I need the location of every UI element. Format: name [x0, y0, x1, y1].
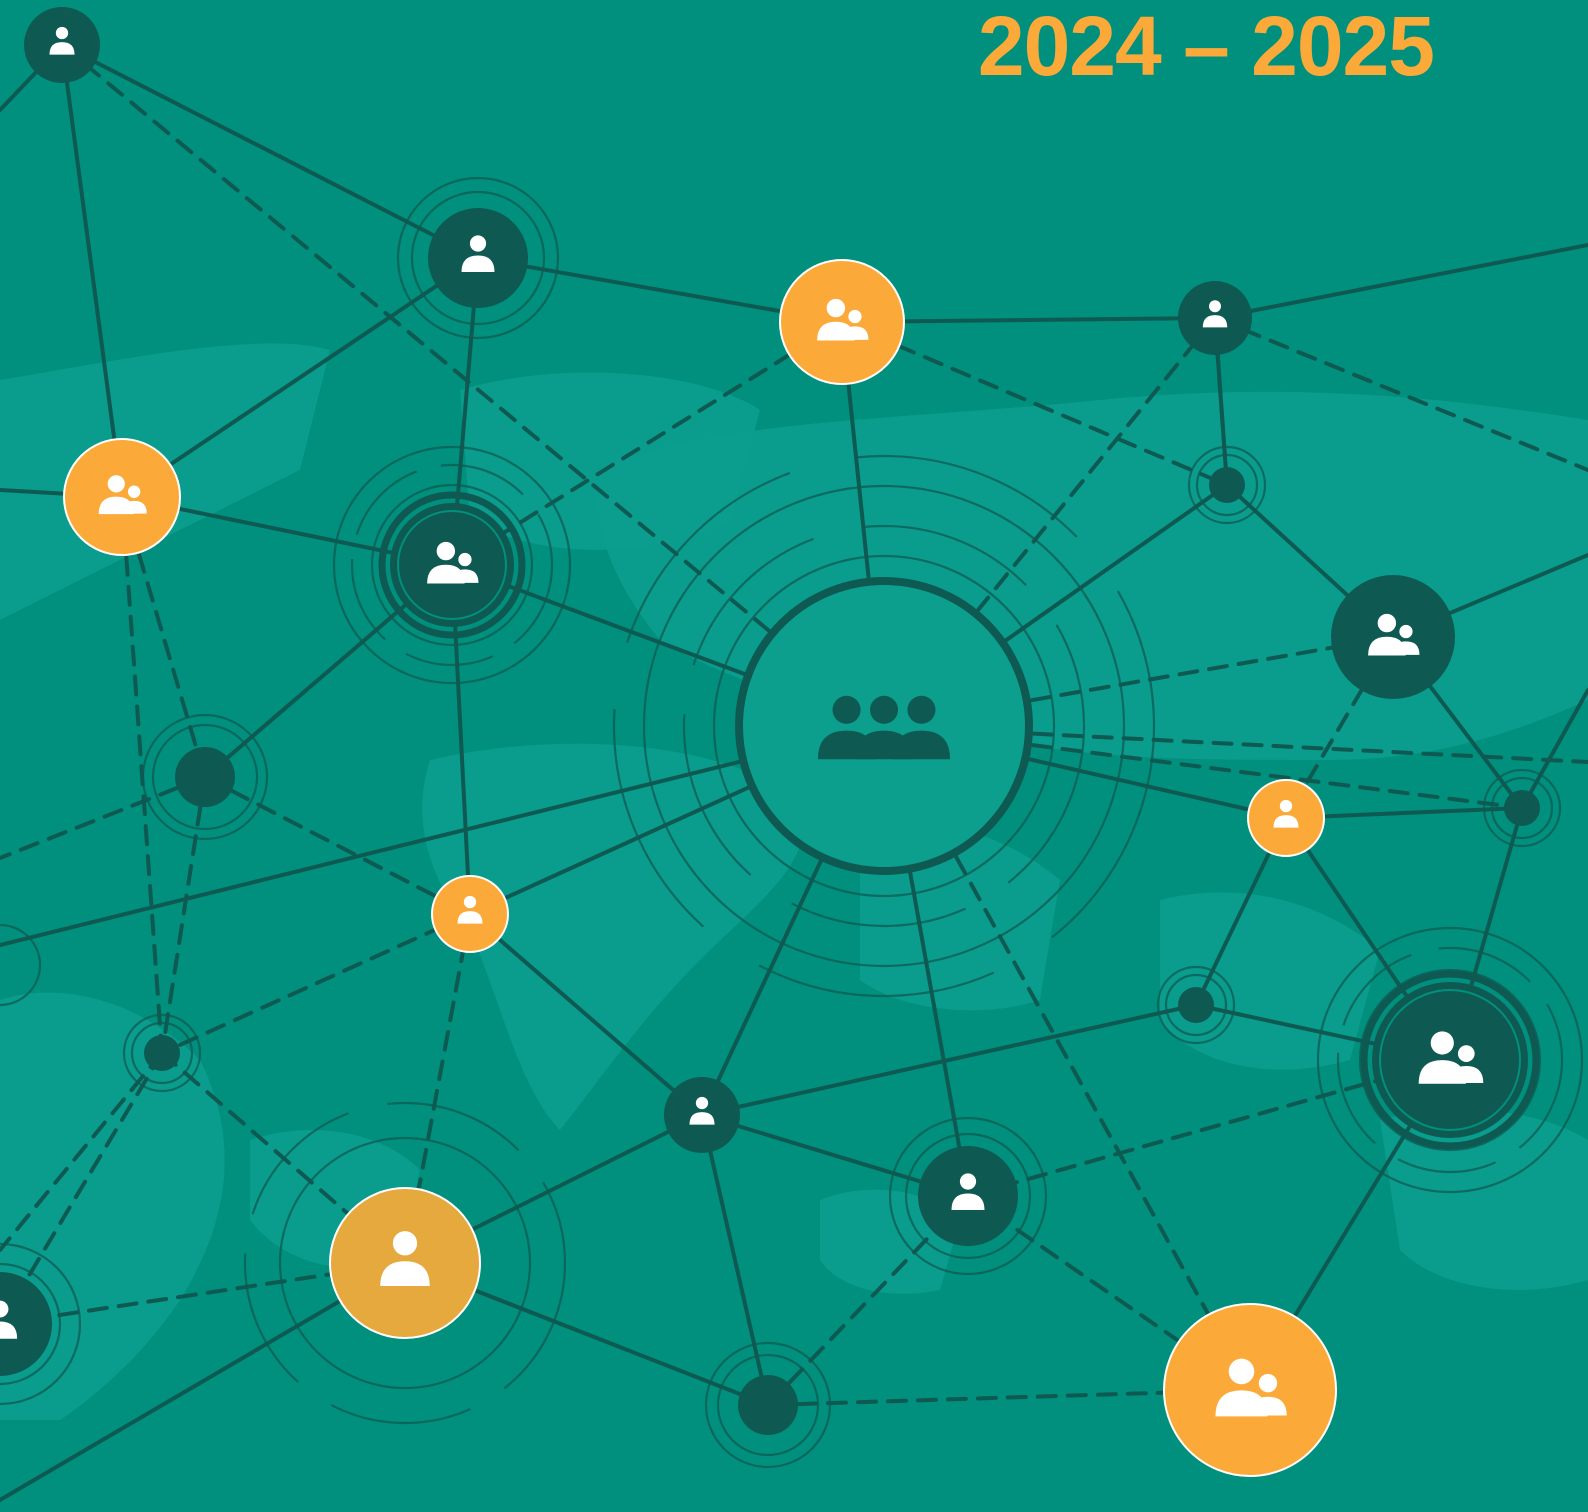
- link-A-E: [60, 43, 124, 499]
- node-G-community-icon: [735, 577, 1033, 875]
- link-Q-O: [700, 1003, 1198, 1117]
- edge-link-5: [1213, 243, 1588, 320]
- link-J-K: [1284, 806, 1524, 820]
- edge-dashed-link-3: [0, 775, 207, 860]
- node-T-hub-dot-icon: [738, 1375, 798, 1435]
- edge-dashed-link-4: [0, 1051, 164, 1252]
- edge-dashed-link-1: [1213, 316, 1588, 472]
- pulse-ring-10-2: [1156, 965, 1236, 1045]
- edge-dashed-link-2: [882, 724, 1588, 764]
- dashed-link-L-N: [160, 775, 207, 1055]
- landmass-7: [1380, 1109, 1588, 1290]
- link-Q-T: [700, 1113, 770, 1407]
- dashed-link-P-R: [966, 1058, 1452, 1198]
- pulse-ring-1-3: [642, 484, 1126, 968]
- pulse-ring-5-2: [396, 176, 560, 340]
- edge-link-3: [0, 724, 886, 947]
- edge-link-7: [1520, 688, 1588, 810]
- dashed-link-N-V: [0, 1051, 164, 1326]
- pulse-ring-13-1: [0, 1262, 62, 1386]
- pulse-ring-4-1: [278, 1136, 532, 1390]
- pulse-ring-2-2: [350, 463, 554, 667]
- pulse-ring-1-4: [612, 454, 1156, 998]
- node-D-person-icon: [1178, 281, 1252, 355]
- pulse-ring-7-2: [888, 1116, 1048, 1276]
- dashed-link-M-S: [403, 912, 472, 1265]
- node-B-person-icon: [428, 208, 528, 308]
- landmass-4: [422, 743, 804, 1130]
- node-V-person-icon: [0, 1272, 52, 1376]
- node-U-group-icon: [1163, 1303, 1337, 1477]
- node-J-person-icon: [1247, 779, 1325, 857]
- dashed-link-L-M: [203, 775, 472, 916]
- pulse-ring-10-1: [1164, 973, 1228, 1037]
- node-C-group-icon: [779, 259, 905, 385]
- dashed-link-D-H: [1213, 316, 1229, 487]
- pulse-ring-9-1: [130, 1021, 194, 1085]
- pulse-ring-1-2: [682, 524, 1086, 928]
- pulse-ring-4-2: [243, 1101, 567, 1425]
- landmass-6: [1160, 892, 1380, 1070]
- dashed-link-C-H: [840, 320, 1229, 487]
- world-map-silhouette: [0, 343, 1588, 1420]
- pulse-rings: [0, 176, 1584, 1469]
- node-Q-person-icon: [664, 1077, 740, 1153]
- pulse-ring-2-1: [370, 483, 534, 647]
- pulse-ring-11-2: [1187, 445, 1267, 525]
- pulse-ring-7-1: [904, 1132, 1032, 1260]
- link-A-B: [60, 43, 480, 260]
- node-H-hub-dot-icon: [1209, 467, 1245, 503]
- node-A-person-icon: [24, 7, 100, 83]
- pulse-ring-2-3: [332, 445, 572, 685]
- node-N-hub-dot-icon: [144, 1035, 180, 1071]
- network-nodes: [0, 7, 1540, 1477]
- node-F-group-icon: [378, 491, 526, 639]
- pulse-ring-6-1: [151, 723, 259, 831]
- node-R-person-icon: [918, 1146, 1018, 1246]
- edge-link-4: [0, 1261, 407, 1502]
- landmass-8: [0, 992, 225, 1420]
- pulse-ring-14-1: [0, 923, 42, 1007]
- pulse-ring-3-1: [1358, 968, 1542, 1152]
- dashed-link-M-N: [160, 912, 472, 1055]
- node-S-person-icon: [329, 1187, 481, 1339]
- pulse-ring-3-3: [1316, 926, 1584, 1194]
- pulse-ring-13-2: [0, 1242, 82, 1406]
- node-P-group-icon: [1360, 970, 1540, 1150]
- pulse-ring-8-1: [716, 1353, 820, 1457]
- dashed-link-E-N: [120, 495, 164, 1055]
- node-M-person-icon: [431, 875, 509, 953]
- dashed-link-C-F: [450, 320, 844, 567]
- node-L-hub-dot-icon: [175, 747, 235, 807]
- node-K-hub-dot-icon: [1504, 790, 1540, 826]
- node-I-group-icon: [1331, 575, 1455, 699]
- dashed-link-A-G: [60, 43, 886, 728]
- pulse-ring-9-2: [122, 1013, 202, 1093]
- link-M-Q: [468, 912, 704, 1117]
- pulse-ring-11-1: [1195, 453, 1259, 517]
- dashed-link-G-I: [882, 635, 1395, 728]
- dashed-link-N-S: [160, 1051, 407, 1265]
- pulse-ring-5-1: [410, 190, 546, 326]
- node-O-hub-dot-icon: [1178, 987, 1214, 1023]
- pulse-ring-3-2: [1336, 946, 1564, 1174]
- page-title: 2024 – 2025: [977, 0, 1435, 93]
- link-B-E: [120, 256, 480, 499]
- pulse-ring-1-1: [712, 554, 1056, 898]
- node-E-group-icon: [63, 438, 181, 556]
